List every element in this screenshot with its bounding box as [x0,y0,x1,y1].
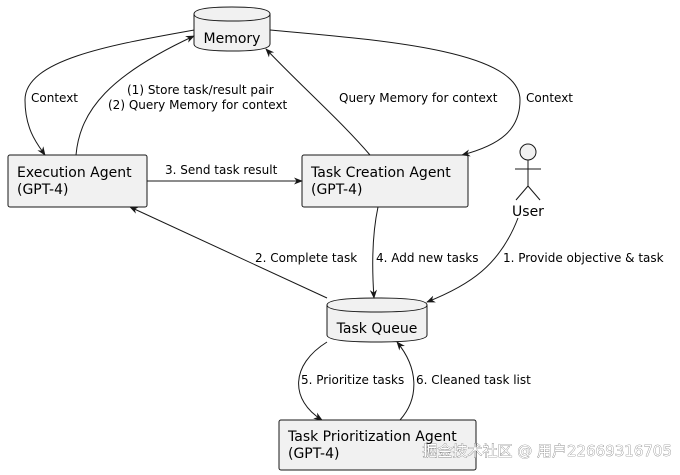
edge-task-queue-to-execution: 2. Complete task [129,206,357,299]
task-creation-agent-model: (GPT-4) [311,182,362,198]
edge-label-provide-objective: 1. Provide objective & task [503,251,664,265]
edge-task-creation-to-memory: Query Memory for context [265,48,498,156]
edge-task-queue-to-prioritization: 5. Prioritize tasks [298,341,404,421]
edge-label-query-memory-right: Query Memory for context [339,91,498,105]
edge-label-query-memory-left: (2) Query Memory for context [108,98,288,112]
execution-agent-model: (GPT-4) [17,182,68,198]
execution-agent-name: Execution Agent [17,165,132,181]
edge-label-prioritize: 5. Prioritize tasks [301,373,404,387]
edge-execution-to-memory: (1) Store task/result pair (2) Query Mem… [75,35,288,156]
edge-label-cleaned-list: 6. Cleaned task list [416,373,531,387]
task-prioritization-agent-model: (GPT-4) [288,446,339,462]
edge-prioritization-to-task-queue: 6. Cleaned task list [396,341,531,421]
execution-agent-node: Execution Agent (GPT-4) [7,154,148,208]
edge-memory-to-task-creation: Context [269,29,573,157]
edge-user-to-task-queue: 1. Provide objective & task [426,217,664,303]
task-creation-agent-node: Task Creation Agent (GPT-4) [301,154,469,208]
edge-memory-to-execution: Context [24,29,195,156]
edge-label-context-right: Context [526,91,573,105]
watermark-text: 掘金技术社区 @ 用户22669316705 [422,442,672,460]
user-actor: User [512,143,544,220]
edge-execution-to-task-creation: 3. Send task result [147,163,303,185]
task-queue-node: Task Queue [326,297,428,343]
task-creation-agent-name: Task Creation Agent [310,165,451,181]
memory-label: Memory [204,31,261,47]
edge-label-store-pair: (1) Store task/result pair [127,83,274,97]
user-label: User [512,204,544,220]
edge-label-context-left: Context [31,91,78,105]
task-prioritization-agent-node: Task Prioritization Agent (GPT-4) [278,419,477,471]
edge-label-send-result: 3. Send task result [165,163,278,177]
task-queue-label: Task Queue [336,321,418,337]
memory-node: Memory [193,6,271,52]
edge-task-creation-to-task-queue: 4. Add new tasks [369,206,478,299]
edge-label-complete-task: 2. Complete task [255,251,357,265]
edge-label-add-tasks: 4. Add new tasks [376,251,478,265]
task-prioritization-agent-name: Task Prioritization Agent [287,429,457,445]
